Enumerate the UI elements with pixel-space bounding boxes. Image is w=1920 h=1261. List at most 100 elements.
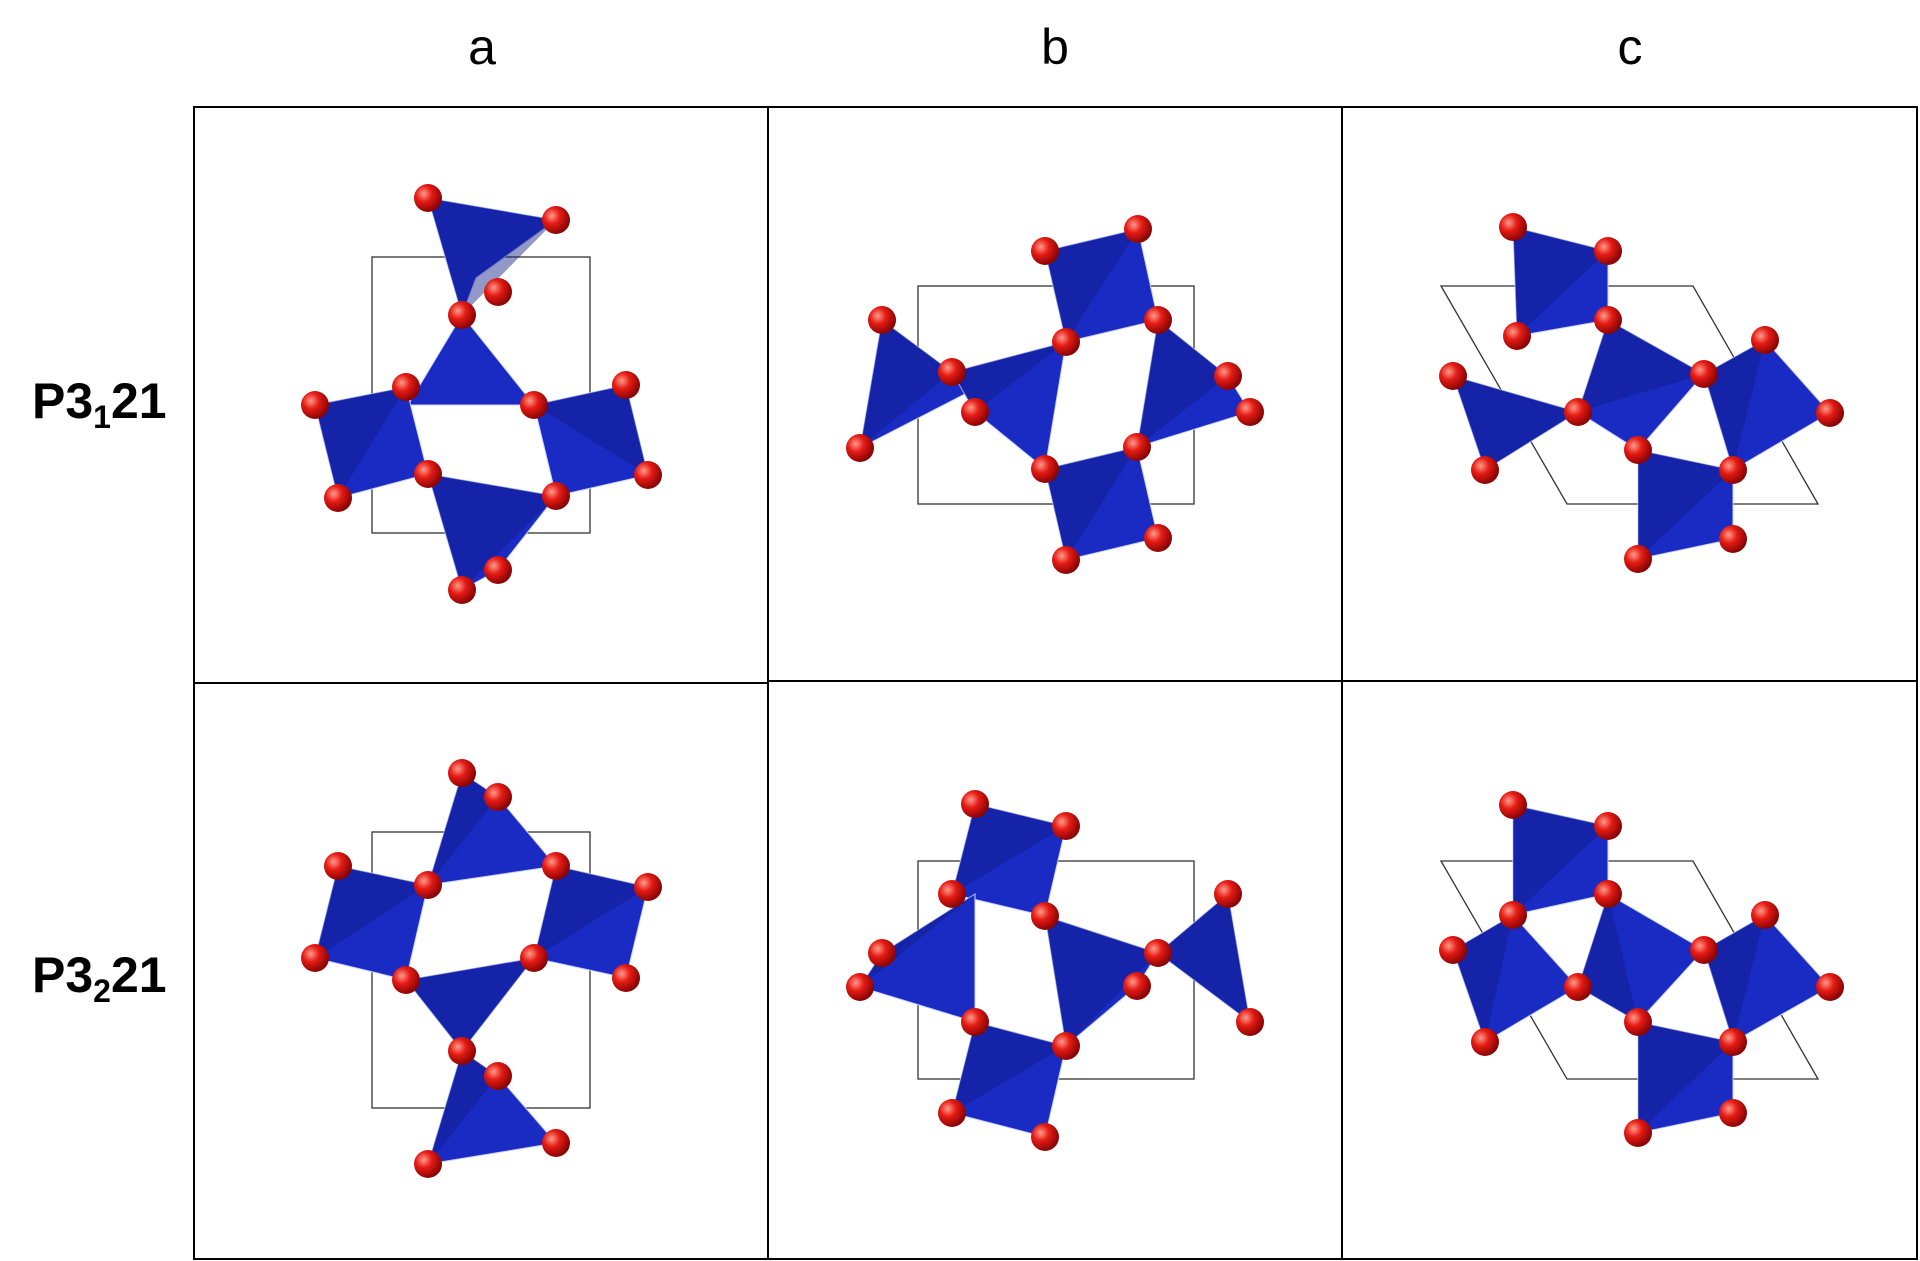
oxygen-atom (301, 944, 329, 972)
tetrahedron-shade (428, 1051, 498, 1164)
oxygen-atom (1499, 791, 1527, 819)
oxygen-atom (1124, 215, 1152, 243)
oxygen-atom (1751, 901, 1779, 929)
panel-r2-c-structure (1439, 791, 1844, 1147)
oxygen-atom (846, 434, 874, 462)
tetrahedron-shade (428, 773, 498, 885)
tetrahedron-shade (1638, 450, 1733, 559)
oxygen-atom (414, 184, 442, 212)
tetrahedron-shade (1513, 805, 1608, 915)
tetrahedron-shade (860, 320, 952, 448)
oxygen-atom (1594, 237, 1622, 265)
oxygen-atom (448, 759, 476, 787)
column-label-b: b (1041, 19, 1069, 75)
tetrahedron (405, 957, 536, 1052)
oxygen-atom (634, 873, 662, 901)
oxygen-atom (1214, 880, 1242, 908)
tetrahedron (1157, 893, 1251, 1024)
tetrahedron (407, 314, 536, 406)
oxygen-atom (1236, 1008, 1264, 1036)
oxygen-atom (1052, 1032, 1080, 1060)
panel-r1-c-structure (1439, 213, 1844, 573)
oxygen-atom (448, 301, 476, 329)
tetrahedron-shade (534, 385, 648, 475)
tetrahedron-shade (428, 474, 556, 590)
oxygen-atom (961, 1008, 989, 1036)
oxygen-atom (448, 576, 476, 604)
tetrahedron-shade (428, 198, 556, 315)
oxygen-atom (961, 398, 989, 426)
oxygen-atom (542, 206, 570, 234)
oxygen-atom (1719, 525, 1747, 553)
oxygen-atom (1031, 455, 1059, 483)
oxygen-atom (868, 939, 896, 967)
panel-frame-r2-c (1341, 680, 1918, 1260)
tetrahedron-shade (1045, 447, 1137, 560)
panel-r2-a-structure (301, 759, 662, 1178)
tetrahedron (427, 197, 558, 317)
oxygen-atom (1719, 456, 1747, 484)
oxygen-atom (612, 964, 640, 992)
oxygen-atom (324, 852, 352, 880)
oxygen-atom (1052, 328, 1080, 356)
oxygen-atom (392, 373, 420, 401)
oxygen-atom (1439, 362, 1467, 390)
oxygen-atom (1123, 972, 1151, 1000)
column-label-c: c (1617, 19, 1643, 75)
tetrahedron (1452, 375, 1580, 471)
oxygen-atom (1624, 545, 1652, 573)
oxygen-atom (1690, 936, 1718, 964)
oxygen-atom (1031, 1123, 1059, 1151)
oxygen-atom (1594, 880, 1622, 908)
oxygen-atom (612, 371, 640, 399)
oxygen-atom (1031, 902, 1059, 930)
tetrahedron-shade (315, 866, 428, 958)
oxygen-atom (392, 966, 420, 994)
tetrahedron-shade (1513, 227, 1608, 336)
oxygen-atom (414, 460, 442, 488)
oxygen-atom (868, 306, 896, 334)
oxygen-atom (1624, 1119, 1652, 1147)
oxygen-atom (1123, 433, 1151, 461)
oxygen-atom (1144, 939, 1172, 967)
oxygen-atom (1031, 237, 1059, 265)
oxygen-atom (1624, 1008, 1652, 1036)
oxygen-atom (324, 484, 352, 512)
oxygen-atom (1816, 399, 1844, 427)
oxygen-atom (484, 278, 512, 306)
oxygen-atom (520, 944, 548, 972)
oxygen-atom (1690, 360, 1718, 388)
oxygen-atom (1236, 398, 1264, 426)
panel-frames (193, 106, 1918, 1260)
oxygen-atom (520, 391, 548, 419)
oxygen-atom (1144, 306, 1172, 334)
row-label-p3221: P3221 (32, 947, 167, 1009)
oxygen-atom (938, 358, 966, 386)
oxygen-atom (414, 871, 442, 899)
oxygen-atom (1594, 812, 1622, 840)
oxygen-atom (542, 852, 570, 880)
tetrahedron-shade (315, 387, 406, 498)
oxygen-atom (961, 790, 989, 818)
panel-r1-b-structure (846, 215, 1264, 574)
tetrahedron-shade (1158, 894, 1250, 1022)
oxygen-atom (1144, 524, 1172, 552)
tetrahedron-shade (1045, 916, 1158, 1046)
tetrahedron-shade (952, 342, 1066, 412)
oxygen-atom (1499, 213, 1527, 241)
panel-r1-a-structure (301, 184, 662, 604)
row-label-p3121: P3121 (32, 373, 167, 435)
column-label-a: a (468, 19, 496, 75)
oxygen-atom (1439, 936, 1467, 964)
panel-r2-b-structure (846, 790, 1264, 1151)
oxygen-atom (1564, 973, 1592, 1001)
oxygen-atom (1499, 901, 1527, 929)
oxygen-atom (1214, 362, 1242, 390)
tetrahedron-shade (534, 866, 648, 958)
tetrahedron-shade (1704, 915, 1765, 1042)
oxygen-atom (484, 556, 512, 584)
oxygen-atom (1564, 398, 1592, 426)
tetrahedron-shade (1704, 340, 1765, 470)
oxygen-atom (448, 1037, 476, 1065)
